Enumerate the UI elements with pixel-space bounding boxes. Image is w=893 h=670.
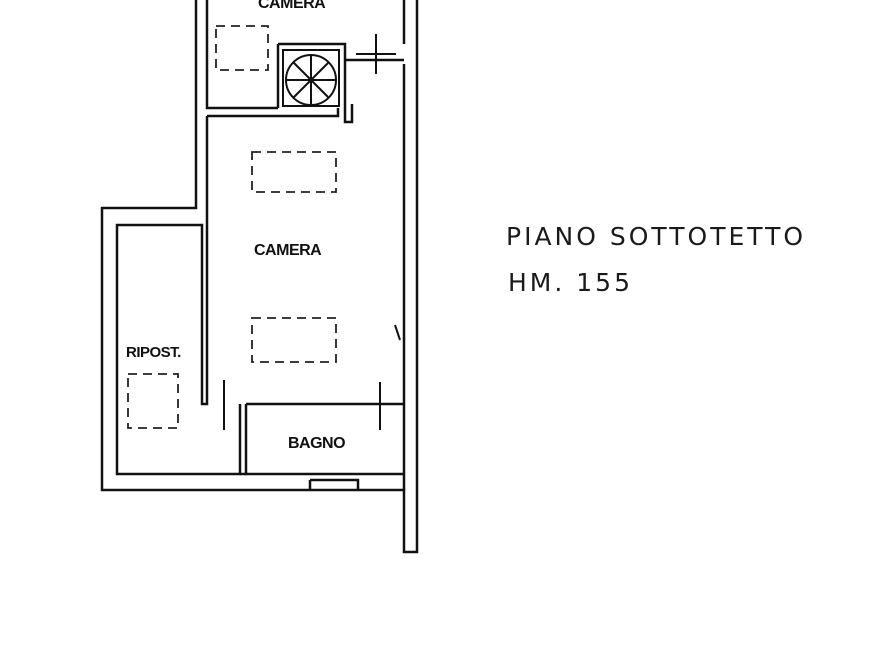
floor-height: HM. 155: [508, 268, 633, 297]
room-label-camera-main: CAMERA: [254, 242, 322, 259]
furniture-dashed: [127, 25, 337, 429]
room-label-camera-top: CAMERA: [258, 0, 326, 12]
stair-step: [292, 61, 330, 99]
floor-title: PIANO SOTTOTETTO: [506, 222, 807, 251]
wall-camera-top-left: [205, 0, 278, 110]
room-label-bagno: BAGNO: [288, 435, 345, 452]
door-mark: [394, 324, 401, 341]
wall-camera-main-top: [207, 104, 354, 124]
outer-wall-left-upper: [100, 0, 419, 554]
room-label-ripost: RIPOST.: [126, 344, 181, 361]
bed-outline-upper: [251, 151, 337, 193]
room-labels: CAMERA CAMERA RIPOST. BAGNO: [126, 0, 346, 452]
wall-stair-box: [276, 42, 347, 108]
wall-camera-main-left: [115, 116, 242, 476]
spiral-stair: [282, 49, 340, 107]
walls: [100, 0, 419, 554]
bed-outline-top: [215, 25, 269, 71]
window-bagno: [308, 478, 360, 490]
bed-outline-lower: [251, 317, 337, 363]
door-marks: [223, 34, 401, 430]
storage-outline: [127, 373, 179, 429]
